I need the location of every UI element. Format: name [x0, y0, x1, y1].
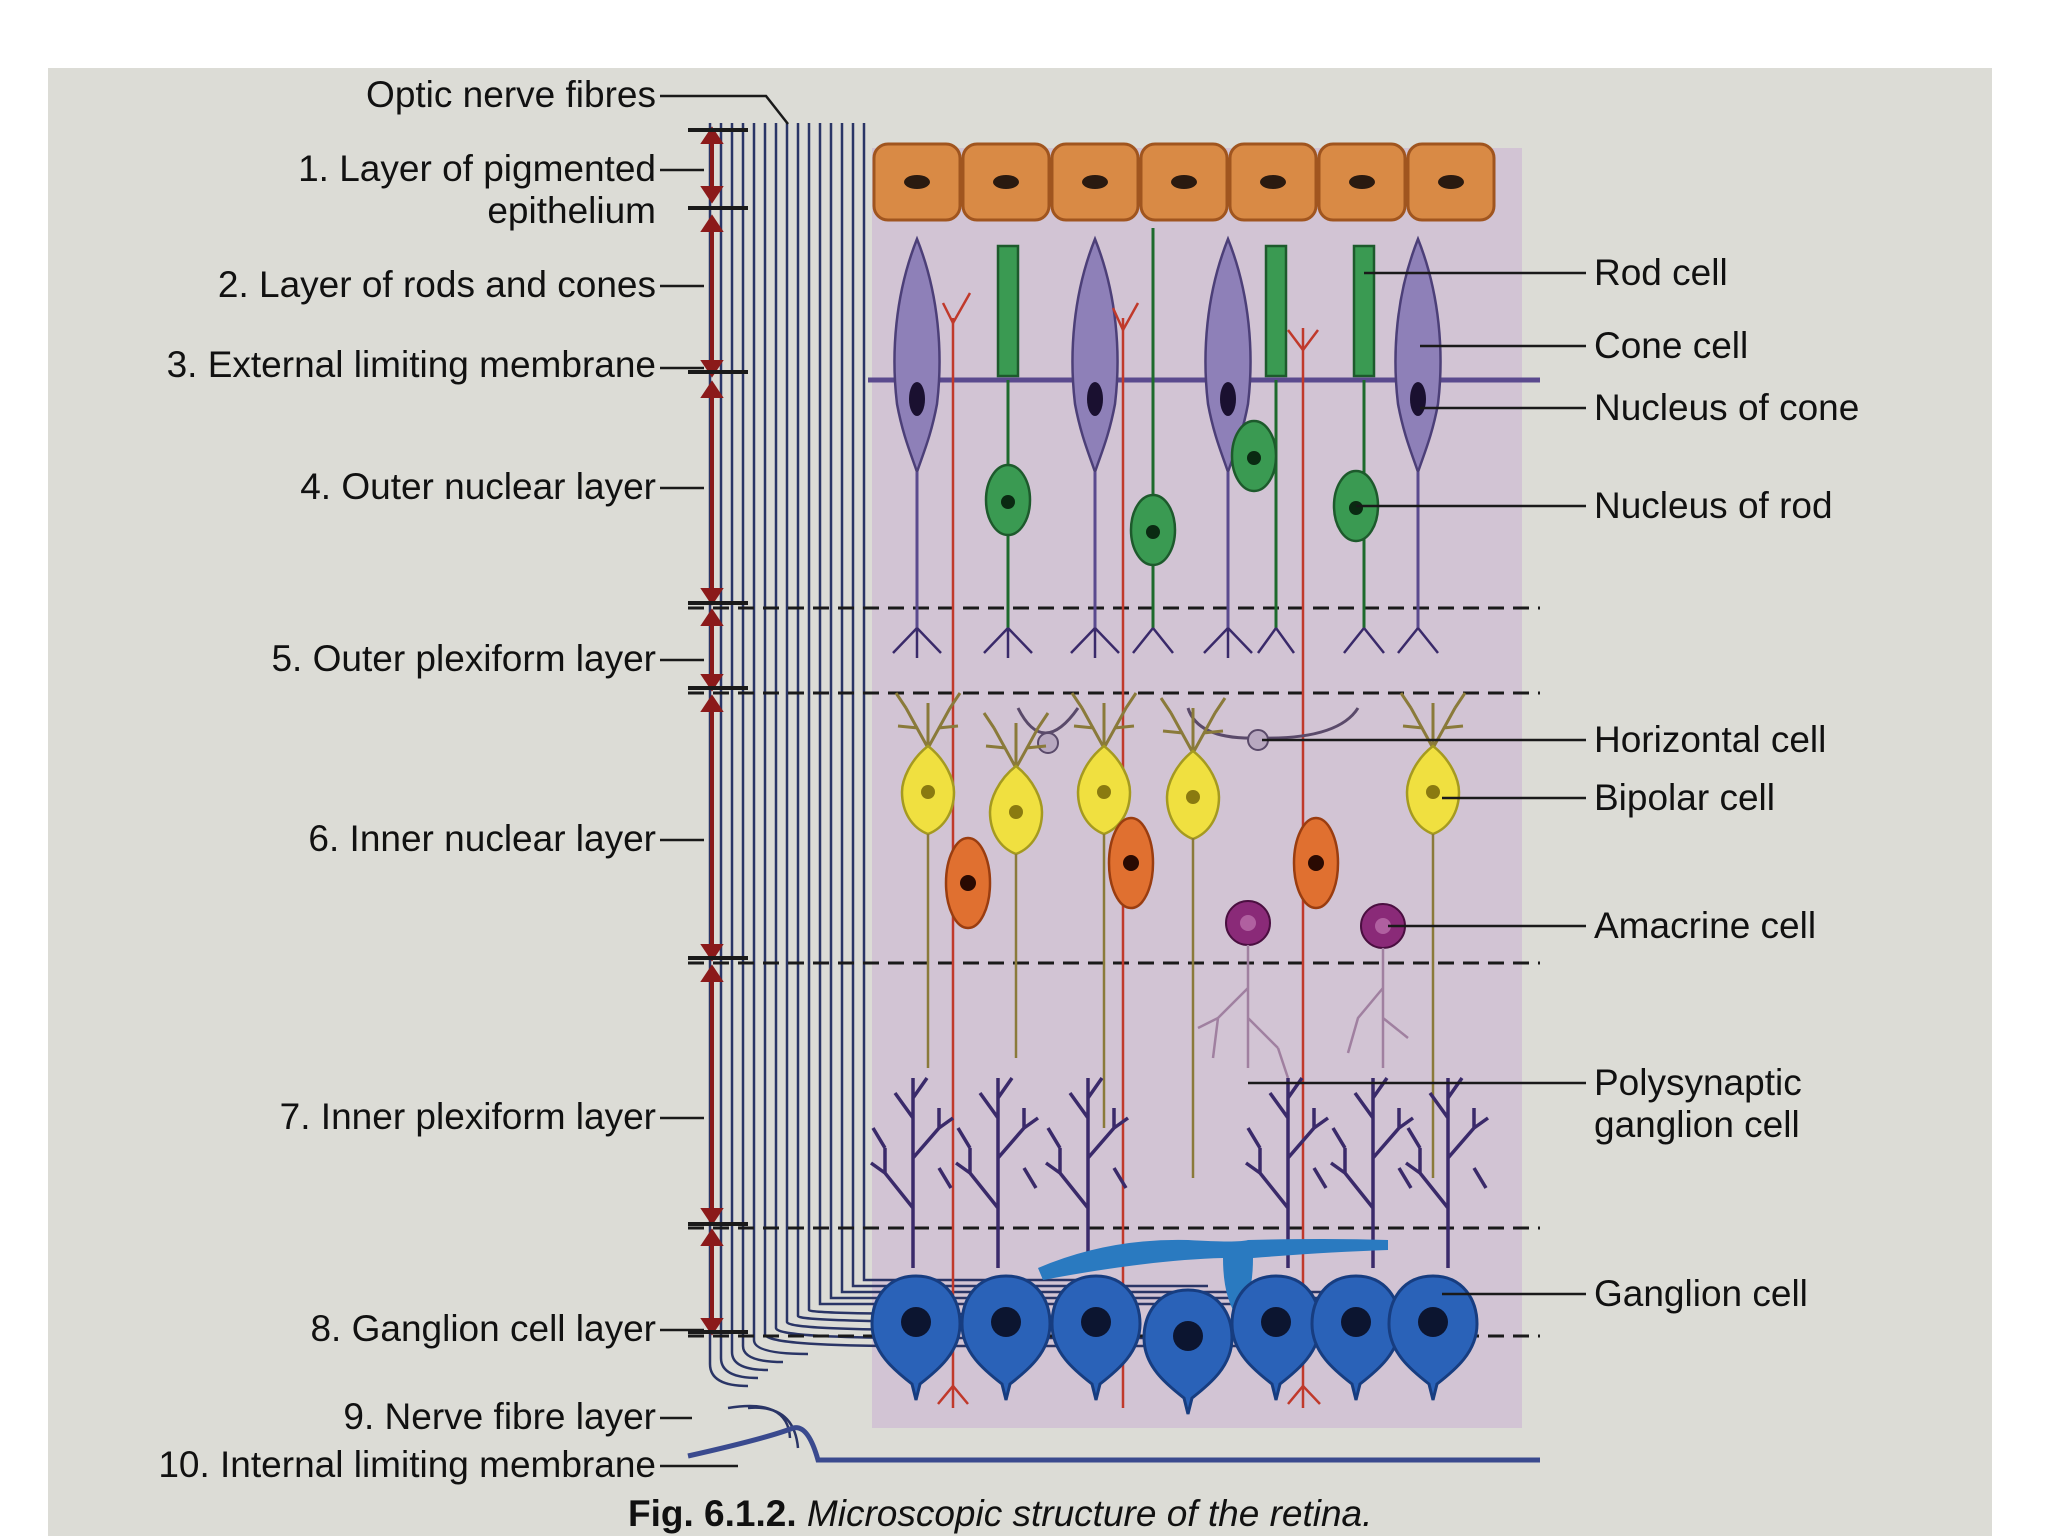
synaptic-terminals [892, 627, 1439, 658]
textbook-page: Optic nerve fibres 1. Layer of pigmented… [48, 68, 1992, 1536]
internal-limiting-membrane [687, 1425, 1540, 1463]
layer-ticks [688, 128, 748, 1334]
cone-fibres [915, 472, 1420, 628]
horizontal-cells [1016, 707, 1360, 754]
pigmented-epithelium-cells [872, 142, 1496, 222]
retina-diagram [660, 94, 1586, 1468]
figure-title: Microscopic structure of the retina. [806, 1493, 1373, 1534]
label-layer-4: 4. Outer nuclear layer [300, 466, 656, 507]
label-polysynaptic-cont: ganglion cell [1594, 1104, 1800, 1145]
label-layer-1: 1. Layer of pigmented [298, 148, 656, 189]
label-rod-cell: Rod cell [1594, 252, 1728, 293]
figure-caption: Fig. 6.1.2. Microscopic structure of the… [628, 1493, 1372, 1535]
label-layer-5: 5. Outer plexiform layer [271, 638, 656, 679]
label-cone-cell: Cone cell [1594, 325, 1749, 366]
label-layer-2: 2. Layer of rods and cones [217, 264, 656, 305]
layer-arrows [700, 126, 724, 1336]
amacrine-dendrites [1197, 945, 1409, 1079]
label-layer-10: 10. Internal limiting membrane [158, 1444, 656, 1485]
label-layer-1-cont: epithelium [487, 190, 656, 231]
figure-number: Fig. 6.1.2. [628, 1493, 797, 1534]
left-leaders [660, 94, 789, 1468]
label-nucleus-of-rod: Nucleus of rod [1594, 485, 1833, 526]
label-ganglion-cell: Ganglion cell [1594, 1273, 1808, 1314]
label-layer-6: 6. Inner nuclear layer [308, 818, 656, 859]
label-horizontal-cell: Horizontal cell [1594, 719, 1827, 760]
label-polysynaptic: Polysynaptic [1594, 1062, 1802, 1103]
label-bipolar-cell: Bipolar cell [1594, 777, 1775, 818]
label-amacrine-cell: Amacrine cell [1594, 905, 1817, 946]
label-layer-3: 3. External limiting membrane [166, 344, 656, 385]
label-layer-9: 9. Nerve fibre layer [343, 1396, 656, 1437]
label-layer-7: 7. Inner plexiform layer [279, 1096, 656, 1137]
label-optic-nerve-fibres: Optic nerve fibres [366, 74, 656, 115]
right-leaders [1248, 271, 1586, 1296]
label-layer-8: 8. Ganglion cell layer [310, 1308, 656, 1349]
bipolar-axons [926, 834, 1435, 1178]
label-nucleus-of-cone: Nucleus of cone [1594, 387, 1860, 428]
rod-cells [996, 244, 1376, 378]
polysynaptic-dendrite [1038, 1239, 1388, 1318]
